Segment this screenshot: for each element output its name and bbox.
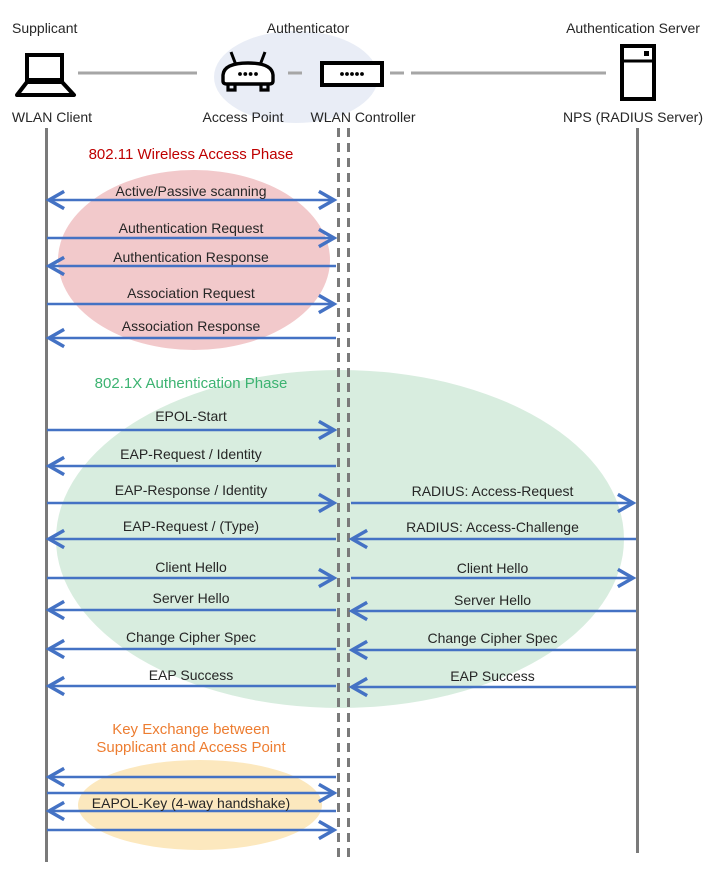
role-authenticator: Authenticator: [266, 20, 350, 36]
node-wlan-controller-label: WLAN Controller: [310, 109, 416, 125]
server-icon: [620, 44, 656, 101]
message-label: Server Hello: [152, 590, 230, 606]
message-label: RADIUS: Access-Challenge: [406, 519, 579, 535]
role-supplicant: Supplicant: [12, 20, 78, 36]
authenticator-group-ellipse: [214, 31, 378, 123]
node-nps-label: NPS (RADIUS Server): [562, 109, 704, 125]
message-label: Authentication Response: [113, 249, 269, 265]
message-label: Change Cipher Spec: [126, 629, 256, 645]
message-label: Client Hello: [155, 559, 227, 575]
message-arrows: [45, 189, 637, 841]
laptop-icon: [14, 53, 78, 98]
phase1-title: 802.11 Wireless Access Phase: [88, 146, 294, 163]
message-label: Active/Passive scanning: [115, 183, 267, 199]
phase3-title-line2: Supplicant and Access Point: [96, 739, 286, 756]
message-label: Association Response: [121, 318, 261, 334]
phase3-ellipse: [78, 760, 322, 850]
role-authentication-server: Authentication Server: [566, 20, 700, 36]
node-wlan-client-label: WLAN Client: [11, 109, 93, 125]
wlan-controller-icon: [320, 61, 384, 87]
message-label: EAP-Request / Identity: [120, 446, 262, 462]
access-point-icon: [218, 50, 278, 93]
message-label: Authentication Request: [118, 220, 264, 236]
message-label: Change Cipher Spec: [427, 630, 558, 646]
phase2-title: 802.1X Authentication Phase: [94, 375, 288, 392]
message-label: Client Hello: [456, 560, 529, 576]
message-label: EAPOL-Key (4-way handshake): [91, 795, 291, 811]
message-label: Association Request: [127, 285, 255, 301]
message-label: EAP Success: [450, 668, 535, 684]
node-access-point-label: Access Point: [202, 109, 284, 125]
message-label: RADIUS: Access-Request: [411, 483, 574, 499]
phase3-title-line1: Key Exchange between: [112, 721, 270, 738]
message-label: EAP-Request / (Type): [122, 518, 260, 534]
message-label: EAP-Response / Identity: [114, 482, 268, 498]
message-label: Server Hello: [453, 592, 532, 608]
message-label: EPOL-Start: [155, 408, 227, 424]
message-label: EAP Success: [148, 667, 234, 683]
